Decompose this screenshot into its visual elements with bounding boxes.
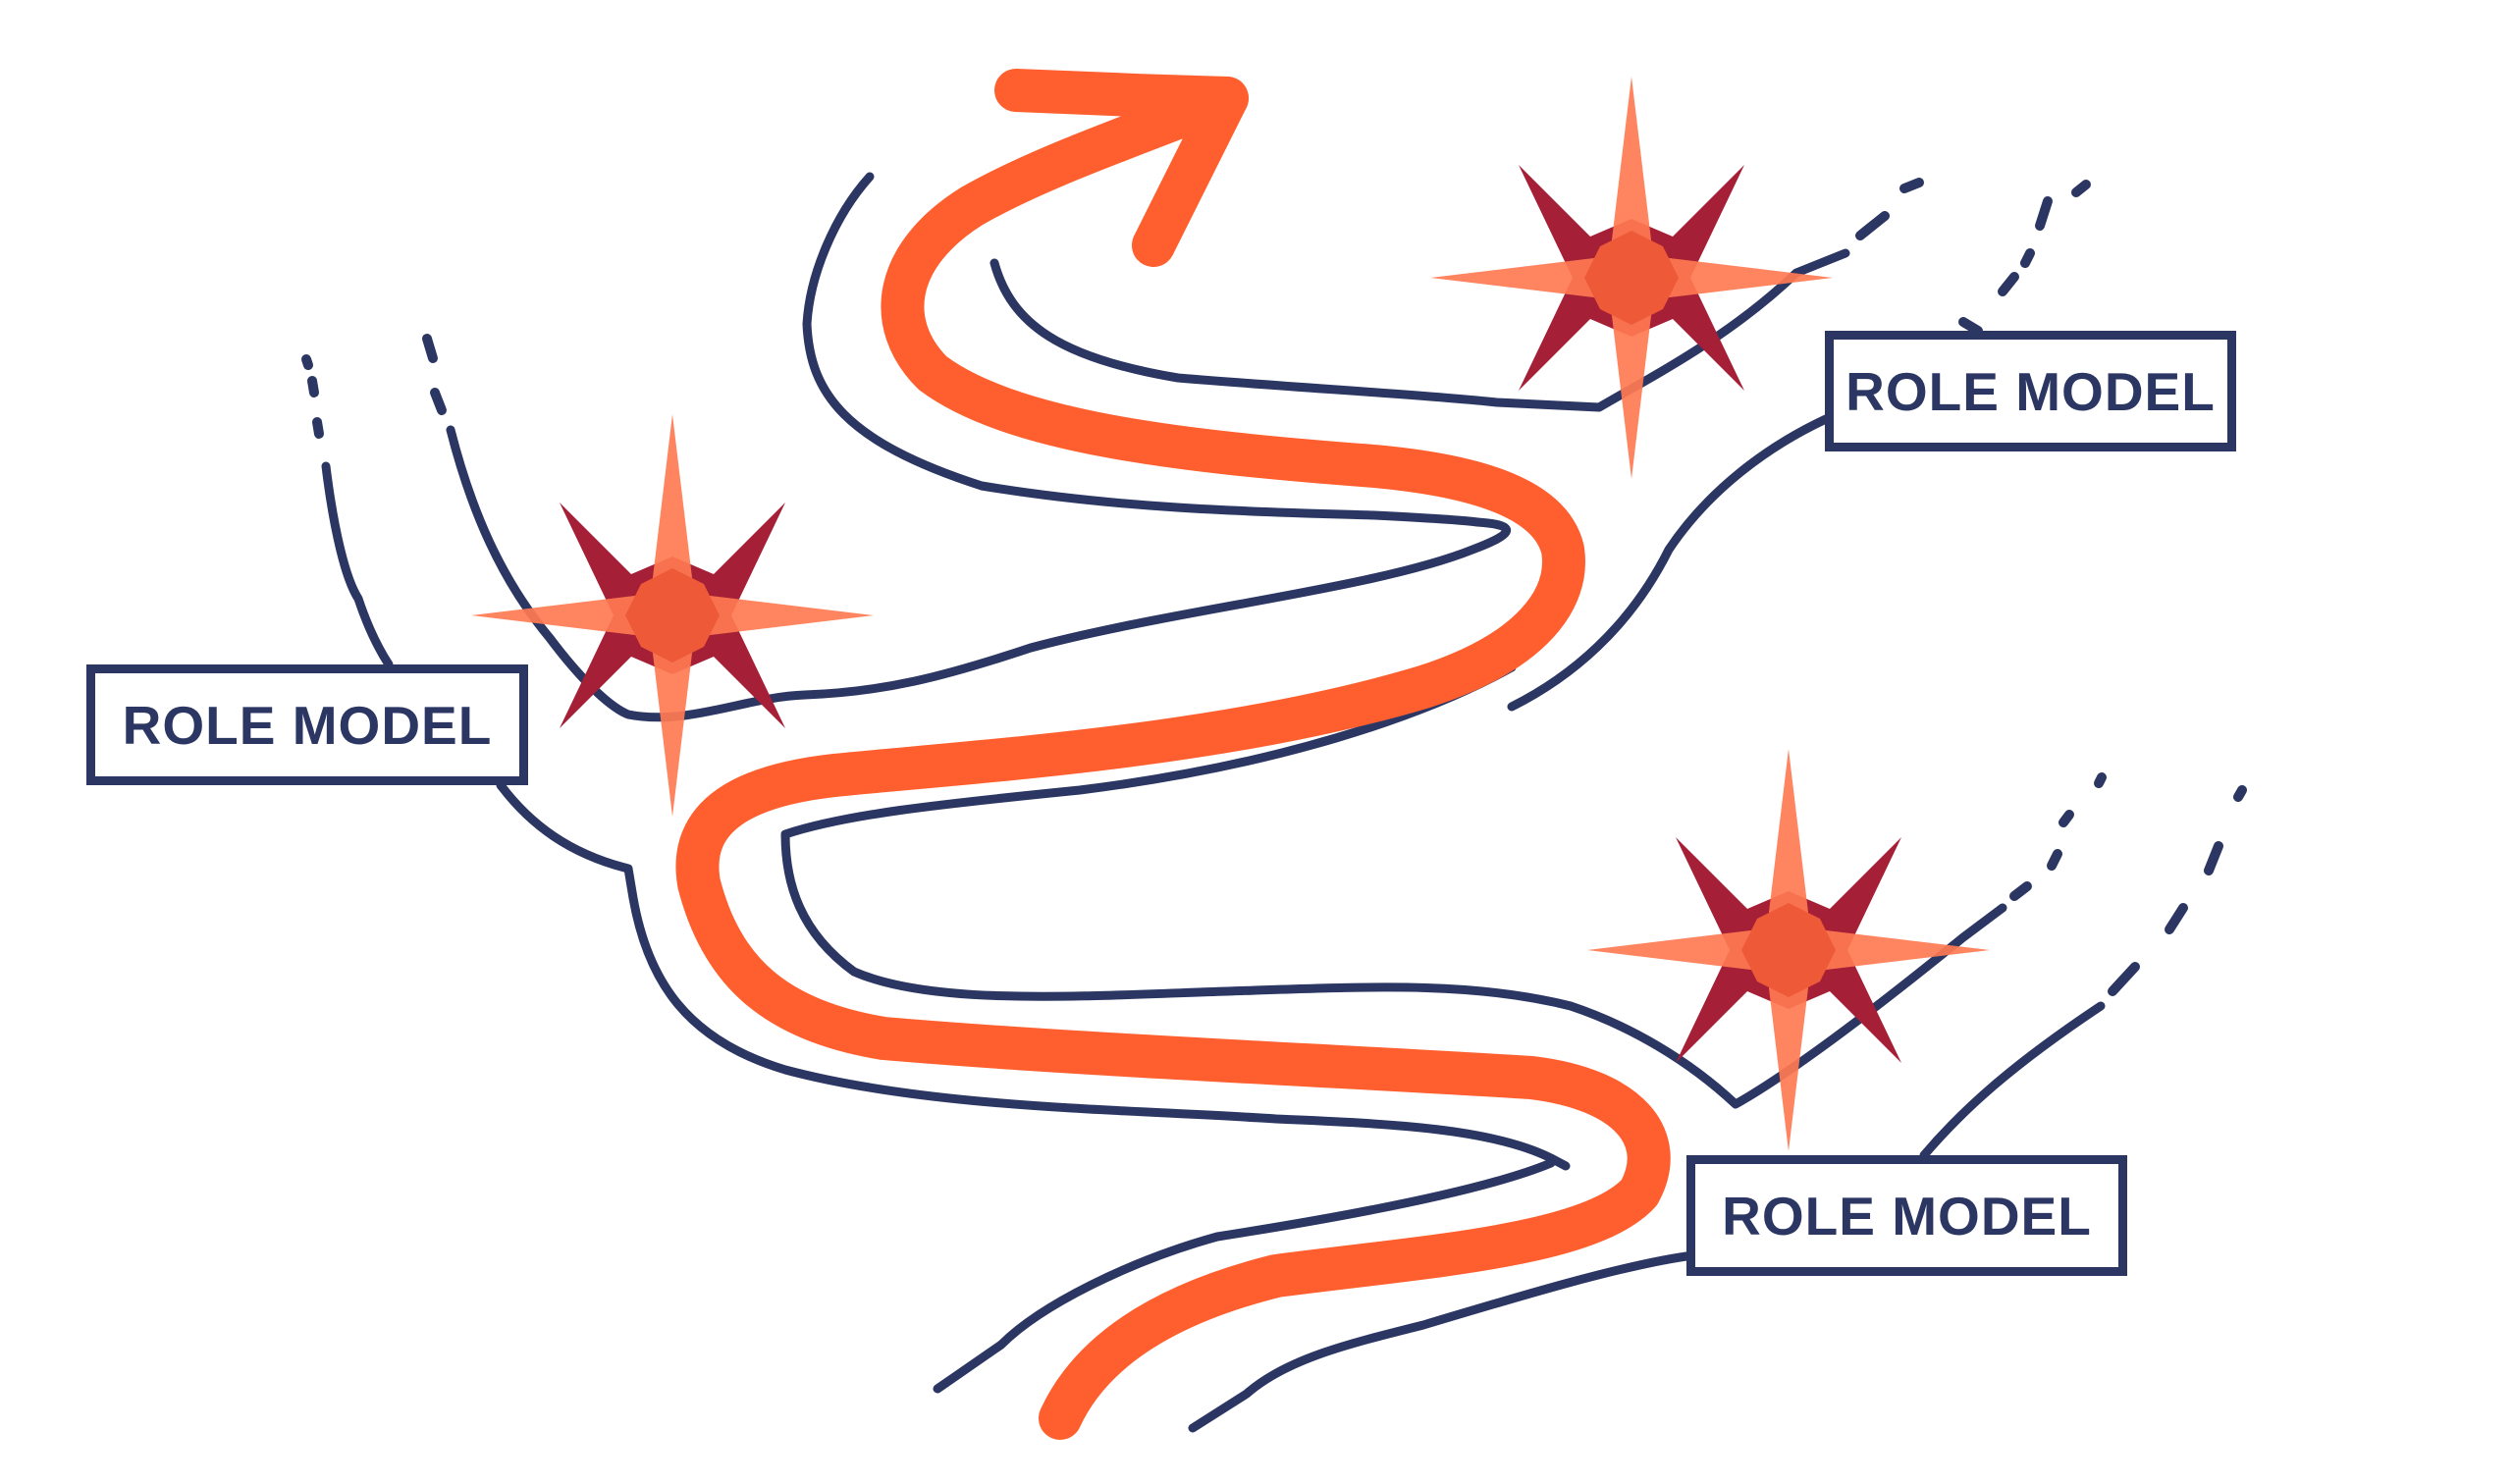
- role-model-text: ROLE MODEL: [1845, 360, 2216, 422]
- role-model-label-top-right: ROLE MODEL: [1825, 331, 2236, 451]
- arrow-up-right-icon: [994, 69, 1249, 267]
- compass-star-icon: [471, 414, 874, 817]
- role-model-text: ROLE MODEL: [122, 694, 493, 756]
- role-model-label-bottom-right: ROLE MODEL: [1686, 1155, 2127, 1276]
- role-model-label-left: ROLE MODEL: [86, 664, 528, 785]
- left-branch-road: [301, 334, 1512, 722]
- compass-star-icon: [1430, 77, 1833, 479]
- role-model-text: ROLE MODEL: [1722, 1185, 2092, 1246]
- compass-star-icon: [1587, 749, 1990, 1151]
- career-path-line: [675, 77, 1671, 1440]
